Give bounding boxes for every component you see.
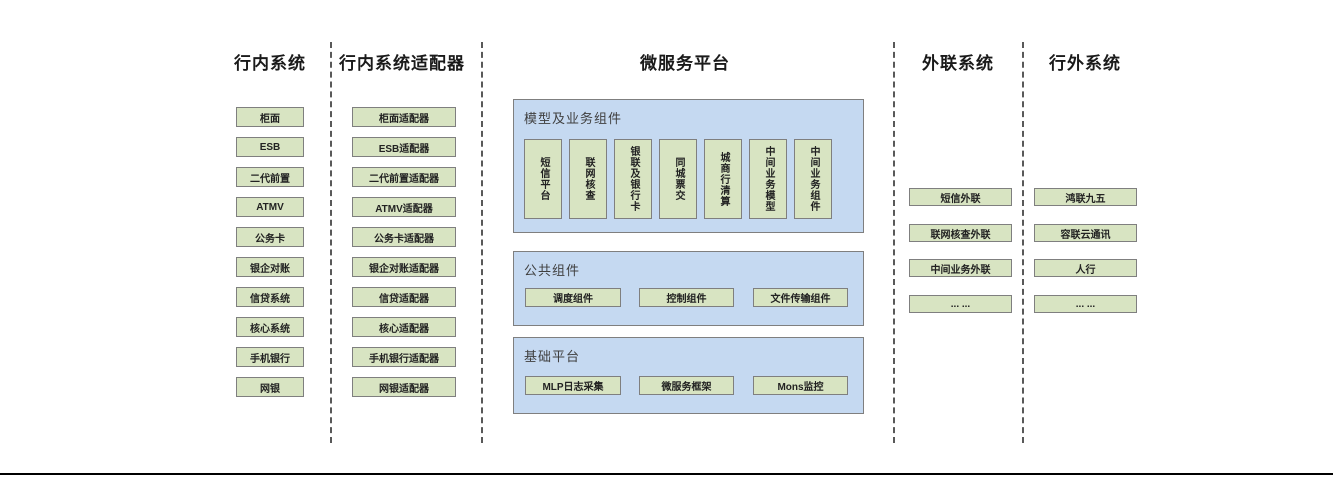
external-link-box: 短信外联	[909, 188, 1012, 206]
outside-system-box: 人行	[1034, 259, 1137, 277]
section-label: 基础平台	[524, 349, 581, 364]
adapter-box: ATMV适配器	[352, 197, 456, 217]
component-box: 城商行清算	[704, 139, 742, 219]
adapter-box: ESB适配器	[352, 137, 456, 157]
component-box: 微服务框架	[639, 376, 734, 395]
header-inbank-adapters: 行内系统适配器	[339, 54, 465, 73]
inbank-system-box: 网银	[236, 377, 304, 397]
component-box: 中间业务组件	[794, 139, 832, 219]
component-box: MLP日志采集	[525, 376, 621, 395]
adapter-box: 手机银行适配器	[352, 347, 456, 367]
column-divider	[893, 42, 895, 443]
external-link-box: 联网核查外联	[909, 224, 1012, 242]
component-box: 文件传输组件	[753, 288, 848, 307]
column-divider	[1022, 42, 1024, 443]
inbank-system-box: 柜面	[236, 107, 304, 127]
adapter-box: 公务卡适配器	[352, 227, 456, 247]
adapter-box: 信贷适配器	[352, 287, 456, 307]
component-box: 联网核查	[569, 139, 607, 219]
adapter-box: 网银适配器	[352, 377, 456, 397]
section-label: 公共组件	[524, 263, 581, 278]
column-divider	[481, 42, 483, 443]
bottom-rule	[0, 473, 1333, 475]
section-model-business-components: 模型及业务组件 短信平台 联网核查 银联及银行卡 同城票交 城商行清算 中间业务…	[513, 99, 864, 233]
external-link-box: ... ...	[909, 295, 1012, 313]
component-box: 同城票交	[659, 139, 697, 219]
component-box: 短信平台	[524, 139, 562, 219]
header-external-link-systems: 外联系统	[922, 54, 994, 73]
component-box: Mons监控	[753, 376, 848, 395]
inbank-system-box: 核心系统	[236, 317, 304, 337]
outside-system-box: ... ...	[1034, 295, 1137, 313]
inbank-system-box: 银企对账	[236, 257, 304, 277]
component-box: 控制组件	[639, 288, 734, 307]
adapter-box: 核心适配器	[352, 317, 456, 337]
header-outside-bank-systems: 行外系统	[1049, 54, 1121, 73]
component-box: 银联及银行卡	[614, 139, 652, 219]
inbank-system-box: ATMV	[236, 197, 304, 217]
section-common-components: 公共组件 调度组件 控制组件 文件传输组件	[513, 251, 864, 326]
adapter-box: 二代前置适配器	[352, 167, 456, 187]
header-microservice-platform: 微服务平台	[640, 54, 730, 73]
header-inbank-systems: 行内系统	[234, 54, 306, 73]
inbank-system-box: 二代前置	[236, 167, 304, 187]
inbank-system-box: 信贷系统	[236, 287, 304, 307]
adapter-box: 柜面适配器	[352, 107, 456, 127]
outside-system-box: 容联云通讯	[1034, 224, 1137, 242]
inbank-system-box: 公务卡	[236, 227, 304, 247]
inbank-system-box: 手机银行	[236, 347, 304, 367]
section-base-platform: 基础平台 MLP日志采集 微服务框架 Mons监控	[513, 337, 864, 414]
outside-system-box: 鸿联九五	[1034, 188, 1137, 206]
section-label: 模型及业务组件	[524, 111, 623, 126]
component-box: 调度组件	[525, 288, 621, 307]
column-divider	[330, 42, 332, 443]
adapter-box: 银企对账适配器	[352, 257, 456, 277]
inbank-system-box: ESB	[236, 137, 304, 157]
external-link-box: 中间业务外联	[909, 259, 1012, 277]
component-box: 中间业务模型	[749, 139, 787, 219]
